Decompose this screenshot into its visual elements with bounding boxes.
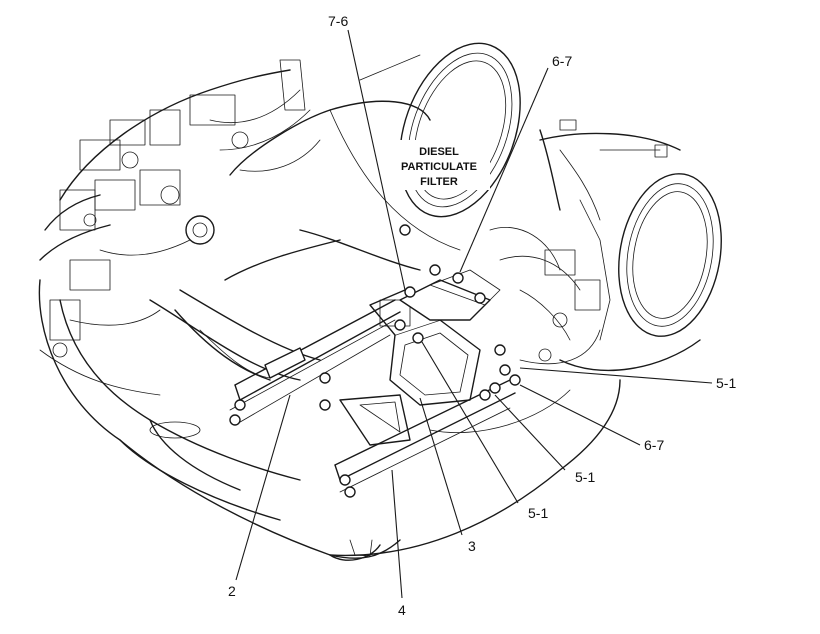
leader-lines	[235, 29, 713, 599]
leader-2	[235, 394, 291, 581]
leader-5-1-right	[519, 367, 713, 384]
callout-5-1-right: 5-1	[716, 375, 736, 391]
filter-label-line-2: PARTICULATE	[401, 161, 477, 173]
callout-5-1-mid: 5-1	[575, 469, 595, 485]
engine-drawing	[38, 42, 722, 561]
filter-label: DIESEL PARTICULATE FILTER	[388, 140, 490, 190]
leader-6-7-top	[459, 67, 549, 273]
callout-2: 2	[228, 583, 236, 599]
filter-label-line-3: FILTER	[420, 176, 458, 188]
callout-5-1-low: 5-1	[528, 505, 548, 521]
callout-4: 4	[398, 602, 406, 618]
leader-6-7-right	[519, 384, 641, 446]
callout-6-7-right: 6-7	[644, 437, 664, 453]
leader-3	[419, 397, 463, 536]
leader-7-6	[347, 29, 406, 291]
leader-5-1-low	[421, 341, 519, 504]
callout-6-7-top: 6-7	[552, 53, 572, 69]
filter-label-line-1: DIESEL	[419, 146, 459, 158]
callout-7-6: 7-6	[328, 13, 348, 29]
callout-3: 3	[468, 538, 476, 554]
leader-5-1-mid	[494, 394, 566, 471]
leader-4	[391, 469, 403, 599]
callout-labels: 7-6 6-7 5-1 6-7 5-1 5-1 3 2 4	[228, 13, 736, 618]
